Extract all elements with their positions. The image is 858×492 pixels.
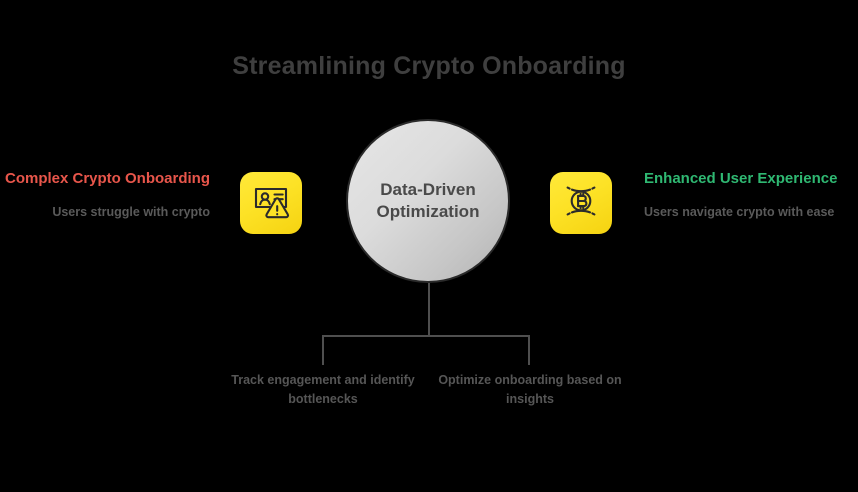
right-branch-subtext: Users navigate crypto with ease [644,205,835,219]
left-branch-subtext: Users struggle with crypto [52,205,210,219]
page-title: Streamlining Crypto Onboarding [232,52,626,80]
connector-main-stem [428,283,430,336]
connector-right-stem [528,335,530,365]
right-branch-block: Enhanced User Experience Users navigate … [644,168,854,221]
center-node[interactable]: Data-Driven Optimization [346,119,510,283]
bottom-branch-caption-right: Optimize onboarding based on insights [438,373,622,406]
connector-horizontal [322,335,530,337]
connector-left-stem [322,335,324,365]
center-node-label: Data-Driven Optimization [376,180,480,221]
right-branch-heading: Enhanced User Experience [644,170,838,187]
left-icon-tile[interactable] [240,172,302,234]
left-branch-block: Complex Crypto Onboarding Users struggle… [0,168,214,221]
left-branch-heading: Complex Crypto Onboarding [4,170,210,187]
bottom-branch-caption-left: Track engagement and identify bottleneck… [231,373,415,406]
id-card-warning-icon [251,181,291,226]
right-icon-tile[interactable] [550,172,612,234]
bitcoin-scan-icon [561,181,601,226]
